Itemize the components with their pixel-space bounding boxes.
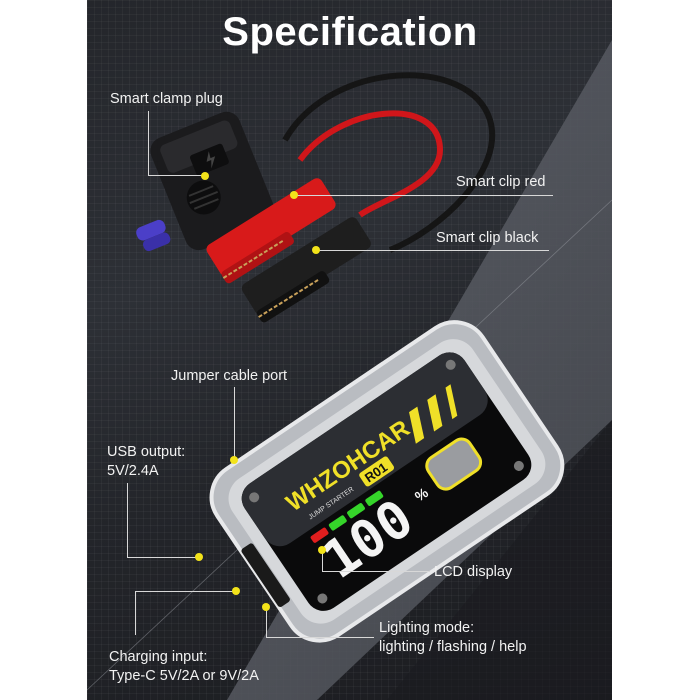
callout-lighting-mode-line2: lighting / flashing / help <box>379 639 527 655</box>
leader-line <box>316 250 549 252</box>
black-cable <box>282 72 496 253</box>
jump-starter-device: 100 % WHZOHCAR JUMP STARTER R01 <box>209 320 565 643</box>
marker-dot <box>318 546 326 554</box>
callout-lcd-display: LCD display <box>434 564 513 580</box>
red-cable <box>297 110 444 218</box>
leader-line <box>266 637 374 639</box>
marker-dot <box>232 587 240 595</box>
page-title: Specification <box>222 10 478 54</box>
leader-line <box>148 175 205 177</box>
callout-charging-input-line2: Type-C 5V/2A or 9V/2A <box>109 668 259 684</box>
callout-lighting-mode-line1: Lighting mode: <box>379 620 475 636</box>
callout-jumper-cable-port: Jumper cable port <box>171 368 288 384</box>
leader-line <box>127 557 199 559</box>
callout-usb-output: USB output: 5V/2.4A <box>107 443 185 481</box>
callout-smart-clip-red: Smart clip red <box>456 174 546 190</box>
clamp-plug <box>150 111 275 251</box>
marker-dot <box>195 553 203 561</box>
callout-smart-clamp-plug: Smart clamp plug <box>110 91 223 107</box>
callout-usb-output-line2: 5V/2.4A <box>107 463 159 479</box>
leader-line <box>135 591 137 635</box>
callout-smart-clip-black: Smart clip black <box>436 230 539 246</box>
red-clip <box>206 178 336 284</box>
callout-charging-input: Charging input: Type-C 5V/2A or 9V/2A <box>109 648 259 686</box>
power-button <box>425 437 483 491</box>
marker-dot <box>230 456 238 464</box>
black-clip <box>241 217 371 323</box>
leader-line <box>234 387 236 460</box>
leader-line <box>127 483 129 557</box>
leader-line <box>266 607 268 637</box>
leader-line <box>322 550 324 571</box>
leader-line <box>148 111 150 175</box>
marker-dot <box>290 191 298 199</box>
callout-charging-input-line1: Charging input: <box>109 649 208 665</box>
marker-dot <box>201 172 209 180</box>
marker-dot <box>262 603 270 611</box>
marker-dot <box>312 246 320 254</box>
leader-line <box>294 195 553 197</box>
ec5-connector <box>136 219 171 252</box>
leader-line <box>135 591 236 593</box>
leader-line <box>322 571 430 573</box>
callout-usb-output-line1: USB output: <box>107 444 186 460</box>
callout-lighting-mode: Lighting mode: lighting / flashing / hel… <box>379 619 527 657</box>
